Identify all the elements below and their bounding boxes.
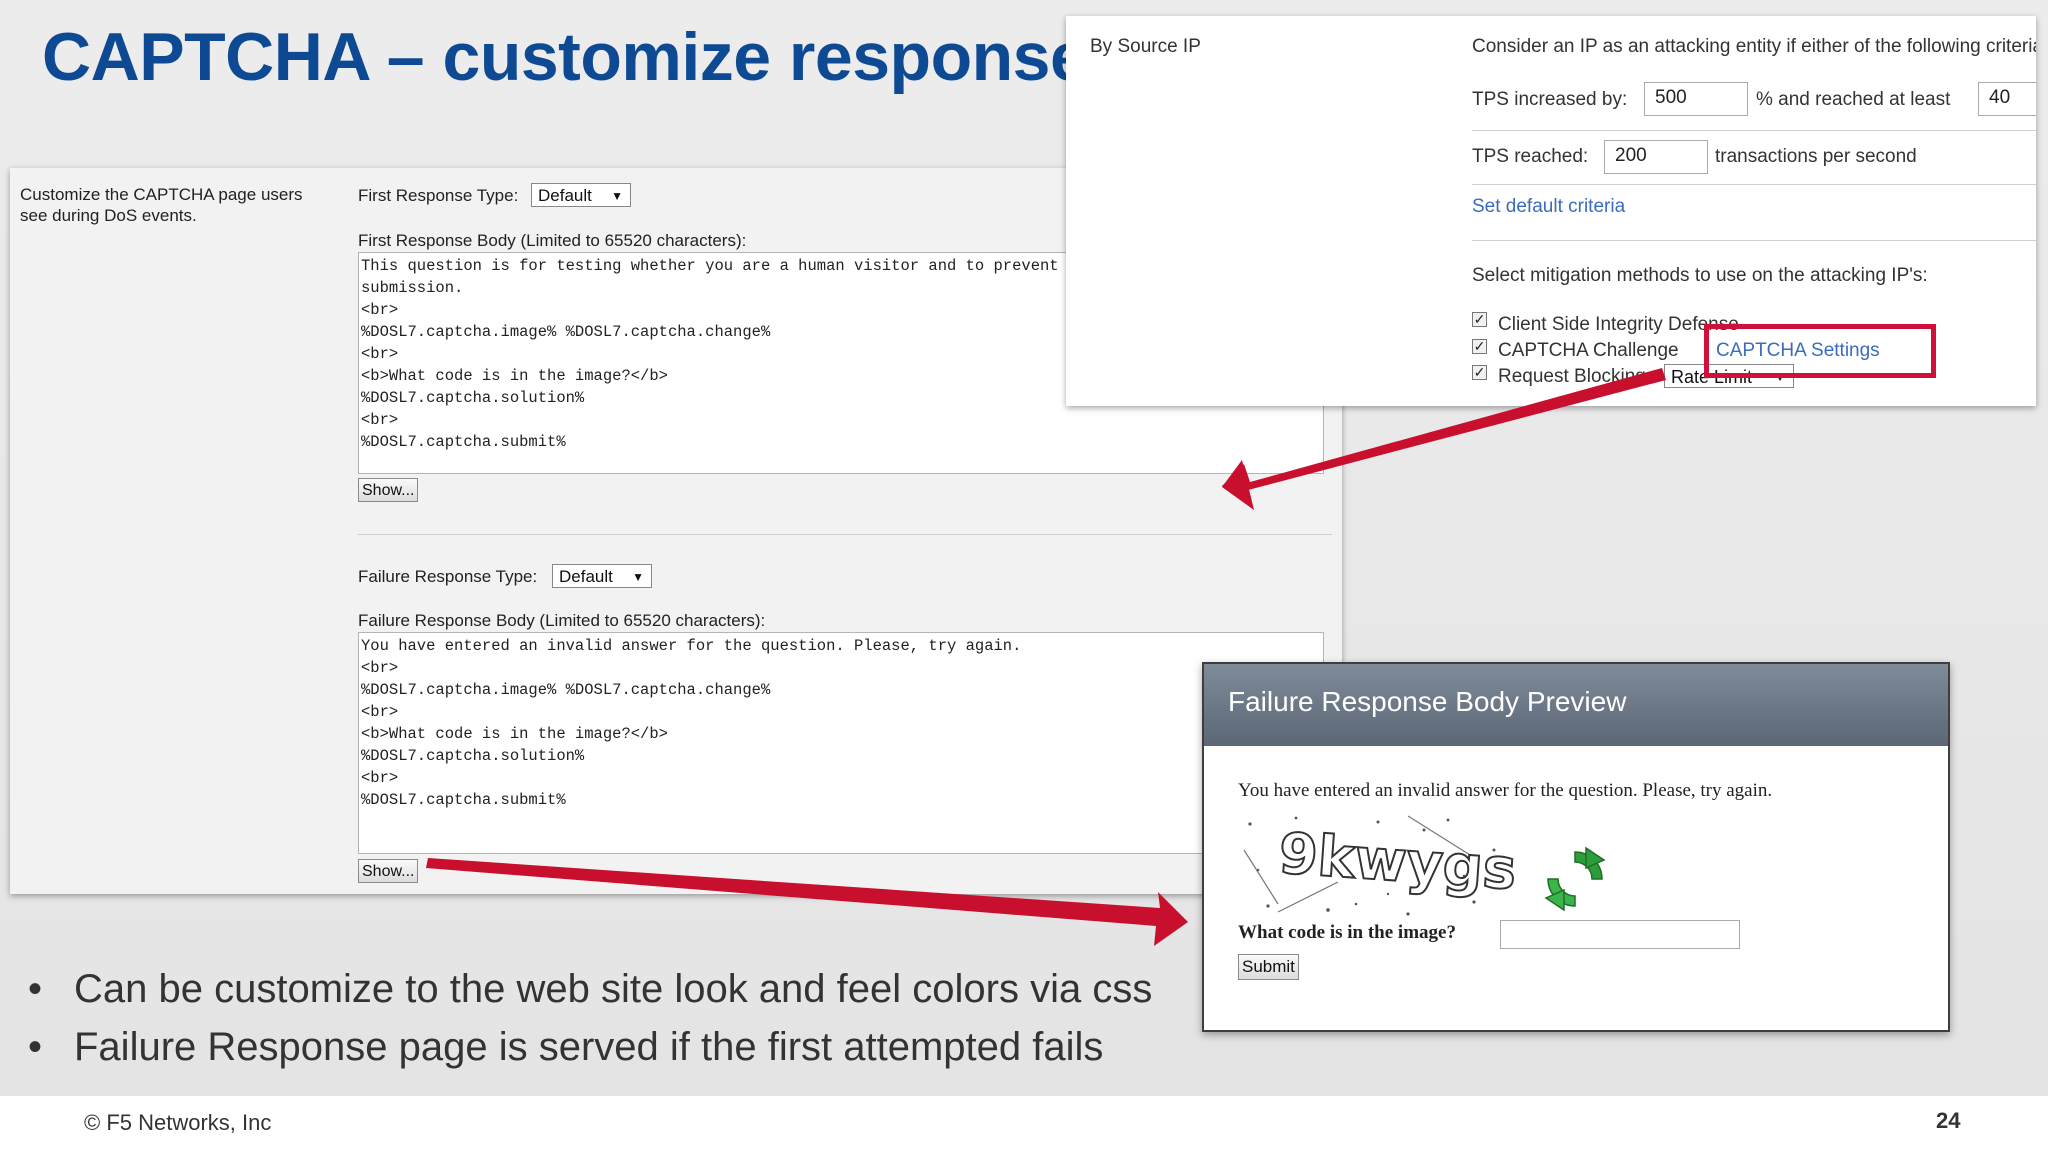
select-arrow-icon: ▼ <box>611 189 623 203</box>
tps-reached-label: TPS reached: <box>1472 146 1589 167</box>
checkbox-client-side-integrity[interactable]: ✓ <box>1472 312 1487 327</box>
slide-bullets: • Can be customize to the web site look a… <box>28 960 1152 1076</box>
preview-message: You have entered an invalid answer for t… <box>1238 780 1773 801</box>
failure-response-body-label: Failure Response Body (Limited to 65520 … <box>358 611 766 630</box>
checkbox-request-blocking[interactable]: ✓ <box>1472 365 1487 380</box>
failure-response-type-value: Default <box>559 567 613 586</box>
copyright: © F5 Networks, Inc <box>84 1110 272 1135</box>
captcha-question: What code is in the image? <box>1238 922 1456 943</box>
tps-reached-input[interactable]: 200 <box>1604 140 1708 174</box>
tps-reached-suffix: transactions per second <box>1715 146 1917 167</box>
captcha-refresh-icon[interactable] <box>1540 844 1610 914</box>
bullet-dot-icon: • <box>28 1025 43 1069</box>
captcha-settings-link[interactable]: CAPTCHA Settings <box>1716 340 1880 361</box>
first-response-type-value: Default <box>538 186 592 205</box>
captcha-answer-input[interactable] <box>1500 920 1740 949</box>
preview-header: Failure Response Body Preview <box>1204 664 1948 746</box>
section-divider <box>358 534 1332 535</box>
page-number: 24 <box>1936 1108 1961 1133</box>
set-default-criteria-link[interactable]: Set default criteria <box>1472 196 1626 217</box>
captcha-image: 9kwygs <box>1238 810 1528 922</box>
bullet-item: • Failure Response page is served if the … <box>28 1018 1152 1076</box>
method-request-blocking-label: Request Blocking <box>1498 366 1646 387</box>
criteria-intro: Consider an IP as an attacking entity if… <box>1472 36 2036 57</box>
first-response-body-label: First Response Body (Limited to 65520 ch… <box>358 231 747 250</box>
attack-criteria-panel: By Source IP Consider an IP as an attack… <box>1066 16 2036 406</box>
first-response-type-label: First Response Type: <box>358 186 519 205</box>
select-arrow-icon: ▼ <box>632 570 644 584</box>
bullet-text: Failure Response page is served if the f… <box>74 1025 1104 1069</box>
failure-preview-dialog: Failure Response Body Preview You have e… <box>1202 662 1950 1032</box>
captcha-text: 9kwygs <box>1277 821 1519 902</box>
failure-response-type-select[interactable]: Default ▼ <box>552 564 652 588</box>
checkbox-checked-icon: ✓ <box>1473 364 1486 380</box>
method-captcha-challenge-label: CAPTCHA Challenge <box>1498 340 1679 361</box>
failure-response-type-label: Failure Response Type: <box>358 567 538 586</box>
captcha-settings-highlight <box>1704 324 1936 378</box>
failure-show-button[interactable]: Show... <box>358 859 419 883</box>
checkbox-captcha-challenge[interactable]: ✓ <box>1472 339 1487 354</box>
checkbox-checked-icon: ✓ <box>1473 338 1486 354</box>
preview-title: Failure Response Body Preview <box>1228 686 1627 717</box>
criteria-divider <box>1472 130 2036 131</box>
reached-at-least-label: % and reached at least <box>1756 89 1951 110</box>
first-show-button[interactable]: Show... <box>358 478 419 502</box>
slide-title: CAPTCHA – customize response <box>42 19 1088 95</box>
criteria-divider <box>1472 184 2036 185</box>
captcha-submit-button[interactable]: Submit <box>1238 954 1299 980</box>
tps-increased-input[interactable]: 500 <box>1644 82 1748 116</box>
bullet-dot-icon: • <box>28 967 43 1011</box>
by-source-ip-label: By Source IP <box>1090 36 1201 57</box>
bullet-item: • Can be customize to the web site look a… <box>28 960 1152 1018</box>
mitigation-label: Select mitigation methods to use on the … <box>1472 265 1928 286</box>
failure-response-body-textarea[interactable]: You have entered an invalid answer for t… <box>358 632 1324 854</box>
bullet-text: Can be customize to the web site look an… <box>74 967 1153 1011</box>
captcha-config-description: Customize the CAPTCHA page users see dur… <box>20 185 303 225</box>
slide-footer <box>0 1096 2048 1152</box>
checkbox-checked-icon: ✓ <box>1473 311 1486 327</box>
criteria-divider <box>1472 240 2036 241</box>
reached-at-least-input[interactable]: 40 <box>1978 82 2036 116</box>
method-client-side-integrity-label: Client Side Integrity Defense <box>1498 314 1739 335</box>
first-response-type-select[interactable]: Default ▼ <box>531 183 631 207</box>
tps-increased-label: TPS increased by: <box>1472 89 1628 110</box>
